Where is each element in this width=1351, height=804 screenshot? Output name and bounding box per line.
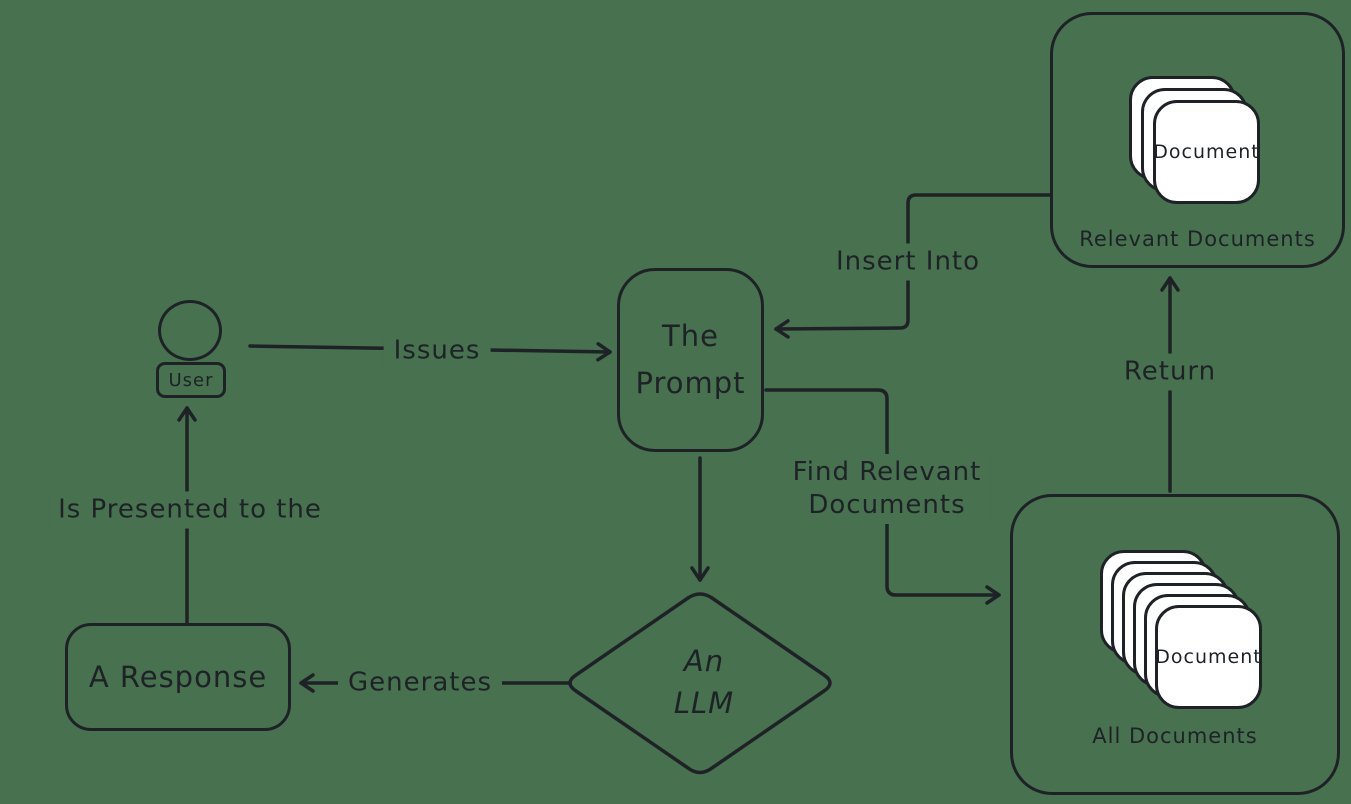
find-relevant-edge-label: Find Relevant Documents <box>782 454 992 524</box>
llm-node-label: An LLM <box>673 644 735 720</box>
return-edge-label: Return <box>1113 353 1227 391</box>
generates-edge-label: Generates <box>338 664 502 702</box>
prompt-node: The Prompt <box>617 268 764 452</box>
user-node-label: User <box>168 369 214 391</box>
document-card-label: Document <box>1153 141 1260 163</box>
response-node: A Response <box>65 623 291 731</box>
user-node: User <box>156 362 226 398</box>
prompt-node-label: The Prompt <box>635 319 746 400</box>
relevant-documents-container: Document Relevant Documents <box>1050 12 1345 268</box>
insert-into-edge-label: Insert Into <box>825 243 991 281</box>
all-documents-stack: Document <box>1100 550 1262 709</box>
issues-edge-label: Issues <box>383 332 491 370</box>
user-head-icon <box>158 300 222 361</box>
document-card-label: Document <box>1155 646 1262 668</box>
all-documents-label: All Documents <box>1092 724 1258 748</box>
is-presented-edge-label: Is Presented to the <box>48 491 332 529</box>
relevant-documents-label: Relevant Documents <box>1079 227 1316 251</box>
document-card: Document <box>1153 100 1260 204</box>
all-documents-container: Document All Documents <box>1010 494 1340 795</box>
llm-diamond <box>568 592 832 775</box>
document-card: Document <box>1155 605 1262 709</box>
response-node-label: A Response <box>88 660 268 694</box>
relevant-documents-stack: Document <box>1129 76 1260 205</box>
